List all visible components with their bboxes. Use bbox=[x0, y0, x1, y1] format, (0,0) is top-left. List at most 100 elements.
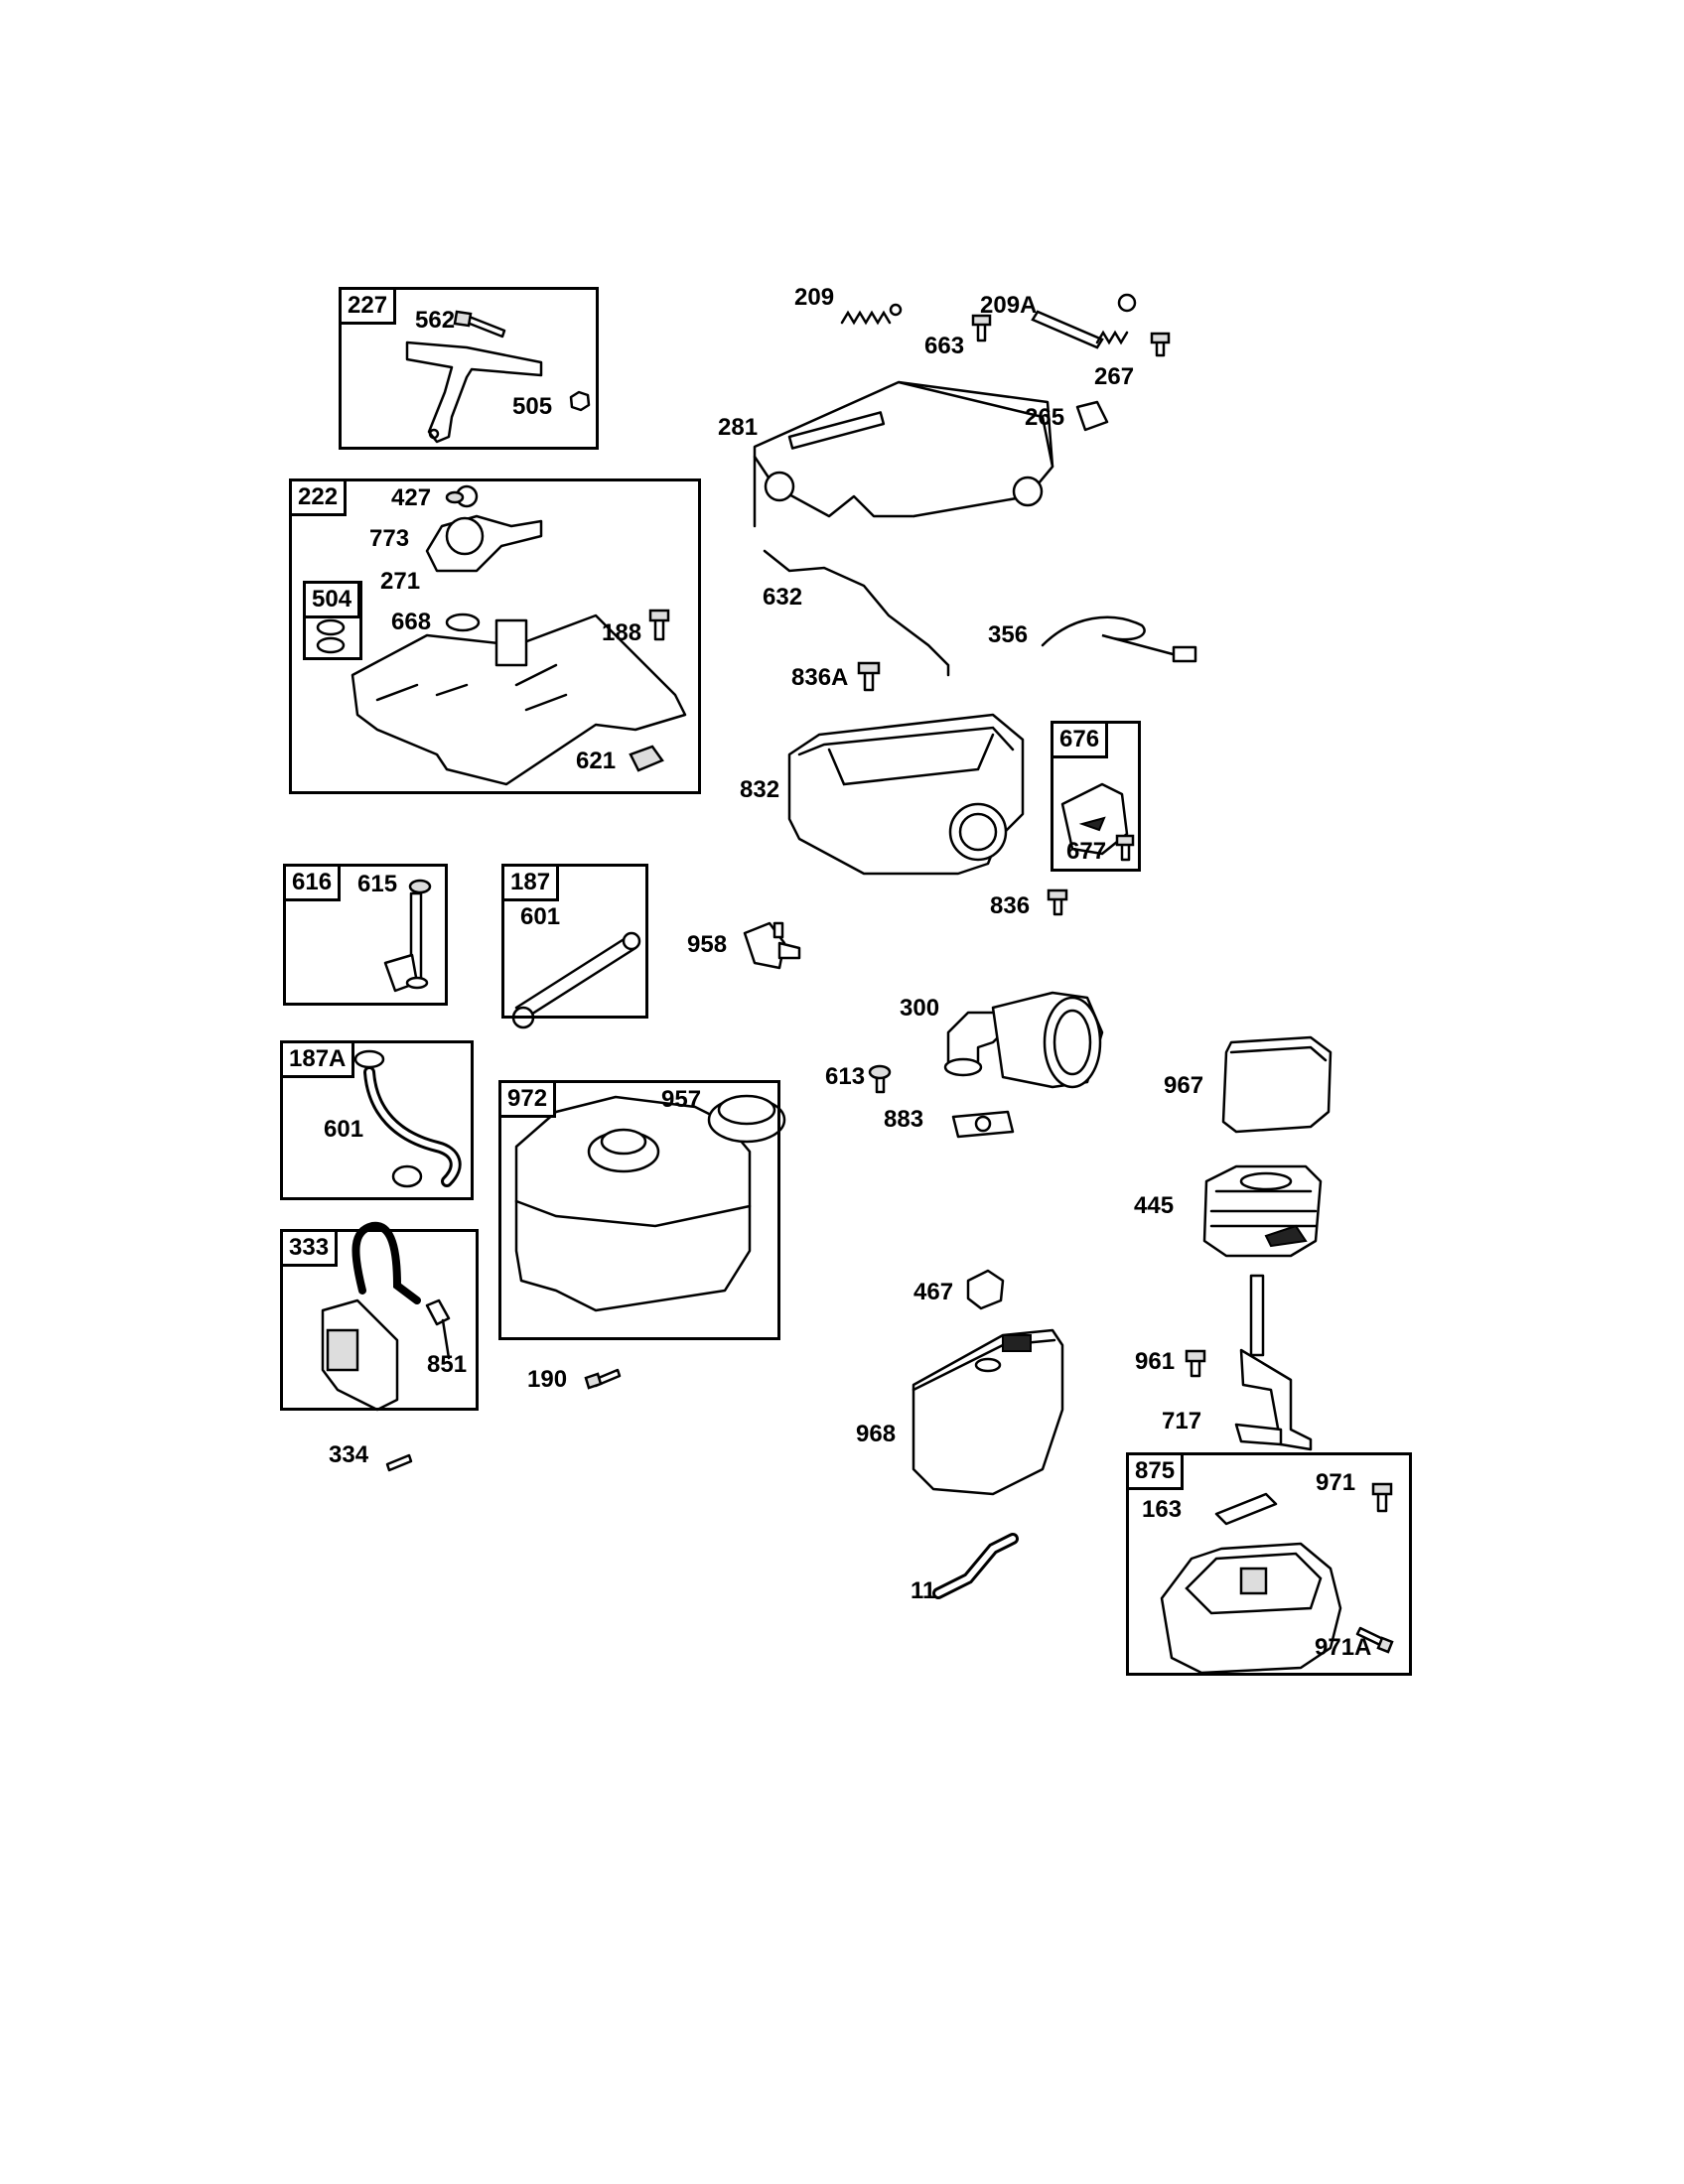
throttle-lever-drawing bbox=[405, 310, 591, 444]
knob-drawing bbox=[966, 1269, 1005, 1310]
part-label-971: 971 bbox=[1316, 1469, 1356, 1496]
part-label-163: 163 bbox=[1142, 1496, 1183, 1523]
hose-drawing bbox=[932, 1533, 1019, 1599]
part-label-967: 967 bbox=[1164, 1072, 1204, 1099]
part-label-968: 968 bbox=[856, 1421, 897, 1447]
part-label-209A: 209A bbox=[980, 292, 1038, 319]
part-label-562: 562 bbox=[415, 307, 456, 334]
stud-bracket-drawing bbox=[1234, 1274, 1313, 1451]
clip-icon bbox=[629, 745, 664, 772]
part-label-836: 836 bbox=[990, 892, 1031, 919]
group-box-333: 333 bbox=[280, 1229, 479, 1411]
screw-icon bbox=[385, 1453, 413, 1472]
part-label-957: 957 bbox=[661, 1086, 702, 1113]
part-label-601-line: 601 bbox=[324, 1116, 364, 1143]
air-cleaner-cover-drawing bbox=[912, 1328, 1064, 1496]
part-label-663: 663 bbox=[924, 333, 965, 359]
part-label-427: 427 bbox=[391, 484, 432, 511]
bolt-icon bbox=[648, 609, 670, 641]
part-label-209: 209 bbox=[794, 284, 835, 311]
bolt-icon bbox=[857, 661, 881, 692]
group-box-875: 875 bbox=[1126, 1452, 1412, 1676]
part-label-677: 677 bbox=[1066, 838, 1107, 865]
part-label-356: 356 bbox=[988, 621, 1029, 648]
part-label-188: 188 bbox=[602, 619, 642, 646]
bolt-icon bbox=[1185, 1349, 1206, 1378]
shaft-drawing bbox=[383, 879, 432, 993]
part-label-265: 265 bbox=[1025, 404, 1065, 431]
part-label-971A: 971A bbox=[1315, 1634, 1372, 1661]
group-box-676: 676 bbox=[1051, 721, 1141, 872]
group-tag-227: 227 bbox=[342, 290, 397, 325]
part-label-505: 505 bbox=[512, 393, 553, 420]
clip-icon bbox=[1075, 400, 1109, 432]
control-bracket-drawing bbox=[351, 484, 687, 786]
screw-icon bbox=[1115, 834, 1135, 862]
bolt-icon bbox=[1355, 1626, 1394, 1654]
group-tag-676: 676 bbox=[1053, 724, 1109, 758]
bolt-icon bbox=[453, 310, 506, 339]
gasket-drawing bbox=[951, 1110, 1015, 1139]
elbow-muffler-drawing bbox=[943, 991, 1104, 1089]
part-label-11: 11 bbox=[911, 1577, 936, 1604]
group-box-616: 616 bbox=[283, 864, 448, 1006]
screw-icon bbox=[1047, 888, 1068, 916]
group-tag-187A: 187A bbox=[283, 1043, 355, 1078]
group-tag-875: 875 bbox=[1129, 1455, 1185, 1490]
group-box-222: 222 bbox=[289, 478, 701, 794]
part-label-334: 334 bbox=[329, 1441, 369, 1468]
fuel-pipe-drawing bbox=[511, 931, 641, 1029]
part-label-883: 883 bbox=[884, 1106, 924, 1133]
group-box-187: 187 bbox=[501, 864, 648, 1019]
group-tag-616: 616 bbox=[286, 867, 342, 901]
part-label-271: 271 bbox=[380, 568, 421, 595]
precleaner-drawing bbox=[1221, 1035, 1333, 1134]
group-tag-187: 187 bbox=[504, 867, 560, 901]
blower-housing-drawing bbox=[753, 380, 1054, 528]
part-label-613: 613 bbox=[825, 1063, 866, 1090]
link-rod-drawing bbox=[763, 549, 950, 677]
group-tag-504: 504 bbox=[306, 584, 361, 618]
part-label-281: 281 bbox=[718, 414, 759, 441]
fitting-drawing bbox=[743, 921, 801, 970]
group-box-187A: 187A bbox=[280, 1040, 474, 1200]
air-filter-icon bbox=[1202, 1164, 1323, 1258]
part-label-832: 832 bbox=[740, 776, 780, 803]
part-label-267: 267 bbox=[1094, 363, 1135, 390]
spring-icon bbox=[1031, 293, 1137, 349]
fuel-tank-icon bbox=[514, 1095, 752, 1312]
part-label-961: 961 bbox=[1135, 1348, 1176, 1375]
part-label-958: 958 bbox=[687, 931, 728, 958]
part-label-621: 621 bbox=[576, 748, 617, 774]
bolt-icon bbox=[971, 314, 992, 342]
part-label-836A: 836A bbox=[791, 664, 849, 691]
cover-676-drawing bbox=[1060, 782, 1129, 856]
part-label-632: 632 bbox=[763, 584, 803, 611]
nut-icon bbox=[569, 390, 591, 412]
part-label-668: 668 bbox=[391, 609, 432, 635]
part-label-467: 467 bbox=[913, 1279, 954, 1305]
spring-icon bbox=[840, 303, 903, 326]
group-tag-333: 333 bbox=[283, 1232, 339, 1267]
ignition-armature-drawing bbox=[321, 1221, 451, 1412]
group-box-972: 972 bbox=[498, 1080, 780, 1340]
bolt-icon bbox=[1150, 332, 1171, 357]
wire-lead-drawing bbox=[1041, 615, 1197, 663]
screw-icon bbox=[868, 1064, 892, 1094]
part-label-717: 717 bbox=[1162, 1408, 1202, 1434]
air-cleaner-base-drawing bbox=[1160, 1542, 1342, 1675]
bolt-icon bbox=[584, 1368, 622, 1390]
fuel-cap-drawing bbox=[707, 1094, 786, 1144]
part-label-190: 190 bbox=[527, 1366, 568, 1393]
group-tag-222: 222 bbox=[292, 481, 348, 516]
part-label-300: 300 bbox=[900, 995, 940, 1022]
part-label-615: 615 bbox=[357, 871, 398, 897]
gasket-drawing bbox=[1214, 1492, 1278, 1526]
fuel-line-drawing bbox=[353, 1049, 462, 1188]
part-label-773: 773 bbox=[369, 525, 410, 552]
shroud-drawing bbox=[787, 713, 1025, 876]
bolt-icon bbox=[1371, 1482, 1393, 1513]
group-box-227: 227 bbox=[339, 287, 599, 450]
washers-drawing bbox=[316, 618, 346, 654]
